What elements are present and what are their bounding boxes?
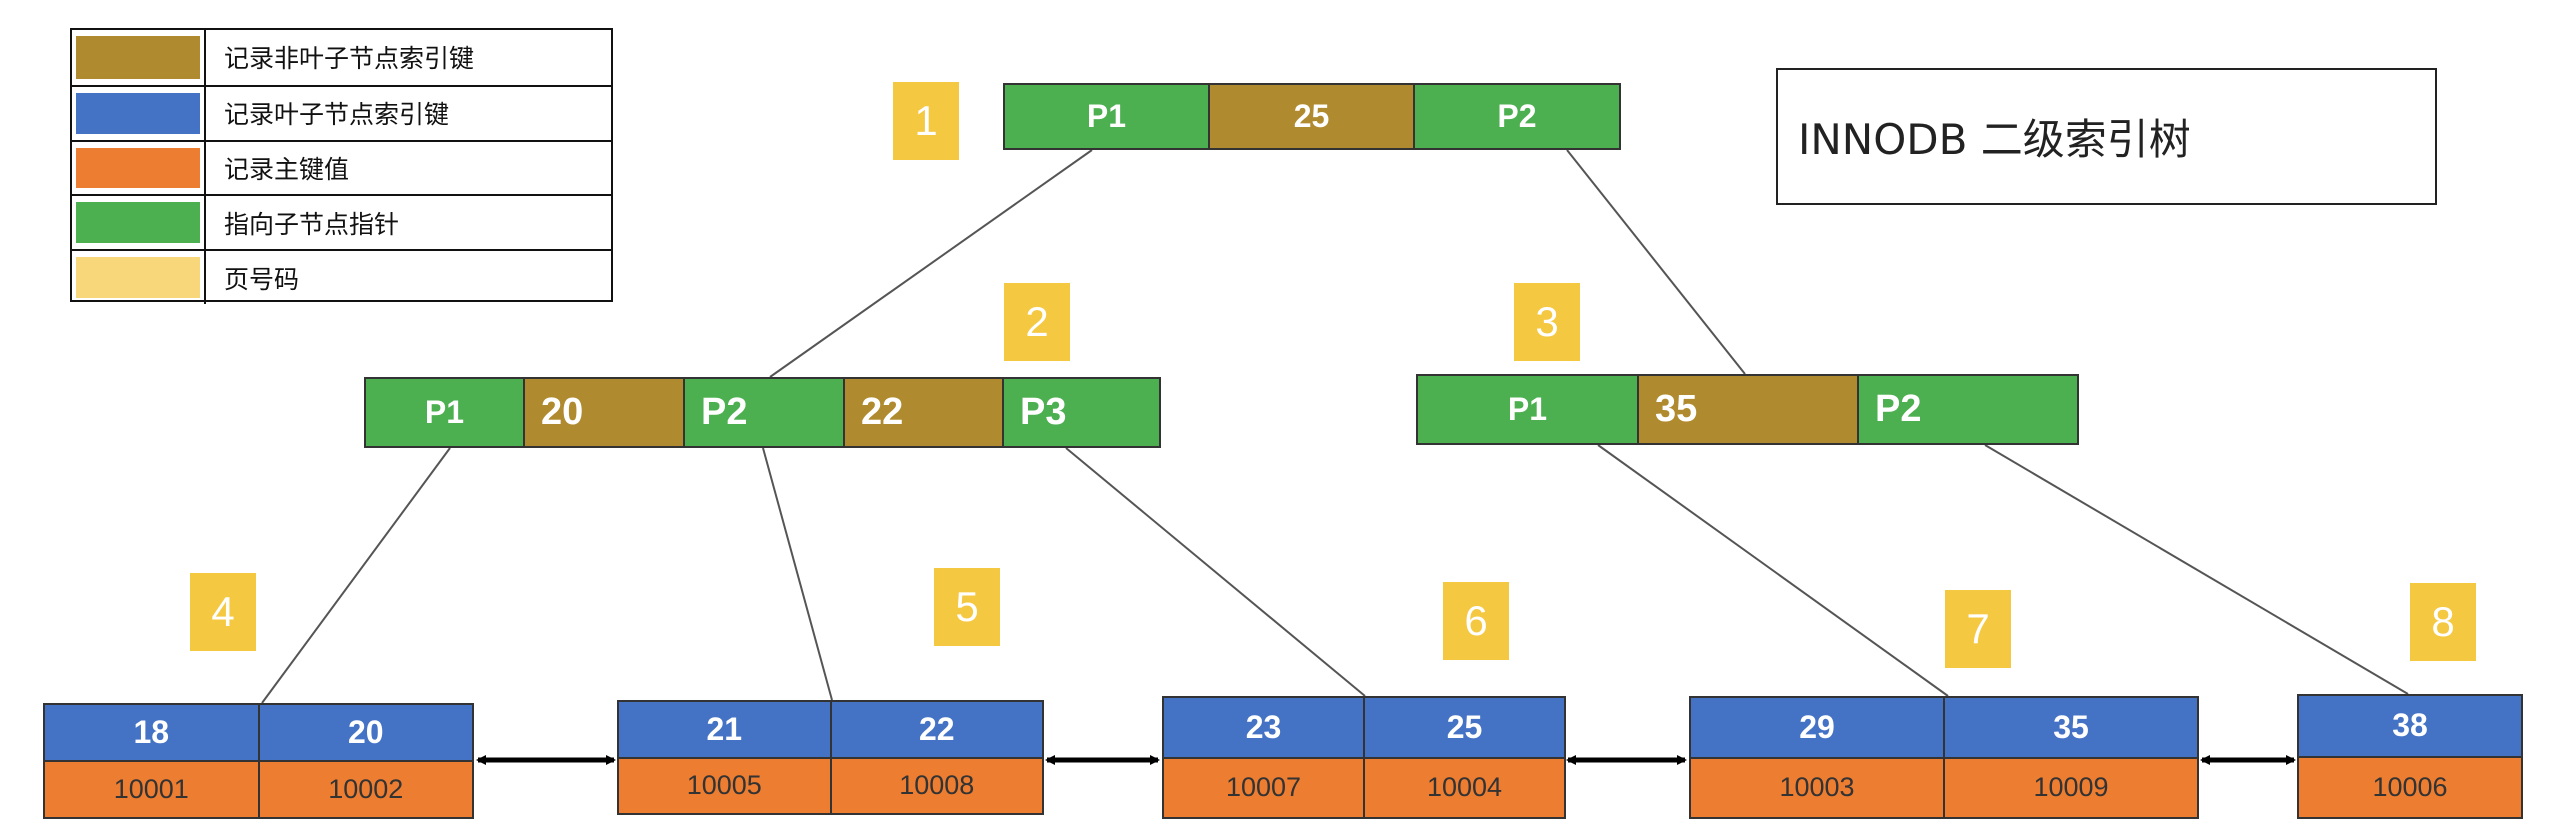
page-badge-6: 6 bbox=[1443, 582, 1509, 660]
legend-swatch-leaf-key bbox=[76, 92, 200, 134]
leaf-key-cell: 20 bbox=[347, 714, 384, 750]
legend-label: 记录叶子节点索引键 bbox=[224, 100, 450, 130]
page-badge-3: 3 bbox=[1514, 283, 1580, 361]
pointer-cell: P2 bbox=[1415, 85, 1619, 148]
edge-page2-p2 bbox=[762, 447, 833, 701]
pointer-cell: P1 bbox=[366, 379, 525, 446]
leaf-key-cell: 22 bbox=[918, 710, 955, 747]
page-badge-7: 7 bbox=[1945, 590, 2011, 668]
primary-key-cell: 10006 bbox=[2372, 771, 2448, 802]
page-badge-2: 2 bbox=[1004, 283, 1070, 361]
legend: 记录非叶子节点索引键 记录叶子节点索引键 记录主键值 指向子节点指针 页号码 bbox=[70, 28, 613, 304]
legend-row: 记录非叶子节点索引键 bbox=[72, 30, 611, 85]
edge-root-p2 bbox=[1566, 149, 1746, 375]
leaf-key-cell: 35 bbox=[2053, 708, 2089, 745]
key-cell: 20 bbox=[525, 379, 685, 446]
key-cell: 35 bbox=[1639, 376, 1859, 443]
leaf-node-page-6: 23 25 10007 10004 bbox=[1162, 696, 1566, 819]
edge-page2-p1 bbox=[261, 447, 451, 704]
diagram-title: INNODB 二级索引树 bbox=[1776, 68, 2437, 205]
leaf-key-cell: 29 bbox=[1691, 698, 1945, 757]
page-badge-4: 4 bbox=[190, 573, 256, 651]
legend-row: 指向子节点指针 bbox=[72, 194, 611, 250]
primary-key-cell: 10004 bbox=[1426, 772, 1503, 803]
pointer-cell: P2 bbox=[1859, 376, 2077, 443]
legend-row: 页号码 bbox=[72, 249, 611, 304]
key-cell: 22 bbox=[845, 379, 1004, 446]
root-node: P1 25 P2 bbox=[1003, 83, 1621, 150]
leaf-node-page-4: 18 20 10001 10002 bbox=[43, 703, 474, 819]
leaf-node-page-5: 21 22 10005 10008 bbox=[617, 700, 1044, 815]
page-badge-5: 5 bbox=[934, 568, 1000, 646]
legend-swatch-page-number bbox=[76, 257, 200, 298]
leaf-node-page-7: 29 35 10003 10009 bbox=[1689, 696, 2199, 819]
primary-key-cell: 10003 bbox=[1691, 758, 1945, 817]
page-badge-8: 8 bbox=[2410, 583, 2476, 661]
pointer-cell: P2 bbox=[685, 379, 845, 446]
leaf-key-cell: 21 bbox=[619, 702, 832, 757]
primary-key-cell: 10002 bbox=[328, 774, 404, 804]
legend-row: 记录叶子节点索引键 bbox=[72, 84, 611, 140]
page-badge-1: 1 bbox=[893, 82, 959, 160]
primary-key-cell: 10005 bbox=[619, 758, 832, 813]
primary-key-cell: 10001 bbox=[45, 762, 260, 817]
primary-key-cell: 10008 bbox=[899, 770, 975, 801]
legend-label: 页号码 bbox=[224, 264, 300, 294]
primary-key-cell: 10007 bbox=[1164, 758, 1365, 817]
legend-swatch-primary-key bbox=[76, 147, 200, 189]
legend-row: 记录主键值 bbox=[72, 139, 611, 195]
key-cell: 25 bbox=[1210, 85, 1415, 148]
pointer-cell: P1 bbox=[1005, 85, 1210, 148]
internal-node-page-3: P1 35 P2 bbox=[1416, 374, 2079, 445]
leaf-node-page-8: 38 10006 bbox=[2297, 694, 2523, 819]
leaf-key-cell: 18 bbox=[45, 705, 260, 760]
legend-swatch-pointer bbox=[76, 202, 200, 244]
edge-page3-p2 bbox=[1984, 444, 2409, 695]
internal-node-page-2: P1 20 P2 22 P3 bbox=[364, 377, 1161, 448]
edge-root-p1 bbox=[769, 149, 1093, 378]
legend-swatch-nonleaf-key bbox=[76, 36, 200, 79]
leaf-key-cell: 23 bbox=[1164, 698, 1365, 757]
pointer-cell: P3 bbox=[1004, 379, 1159, 446]
pointer-cell: P1 bbox=[1418, 376, 1639, 443]
legend-label: 记录主键值 bbox=[224, 154, 350, 184]
primary-key-cell: 10009 bbox=[2033, 772, 2109, 803]
edge-page2-p3 bbox=[1065, 447, 1366, 697]
leaf-key-cell: 25 bbox=[1446, 708, 1483, 745]
legend-label: 指向子节点指针 bbox=[224, 209, 400, 239]
edge-page3-p1 bbox=[1597, 444, 1949, 697]
legend-label: 记录非叶子节点索引键 bbox=[224, 44, 475, 74]
leaf-key-cell: 38 bbox=[2392, 707, 2428, 744]
